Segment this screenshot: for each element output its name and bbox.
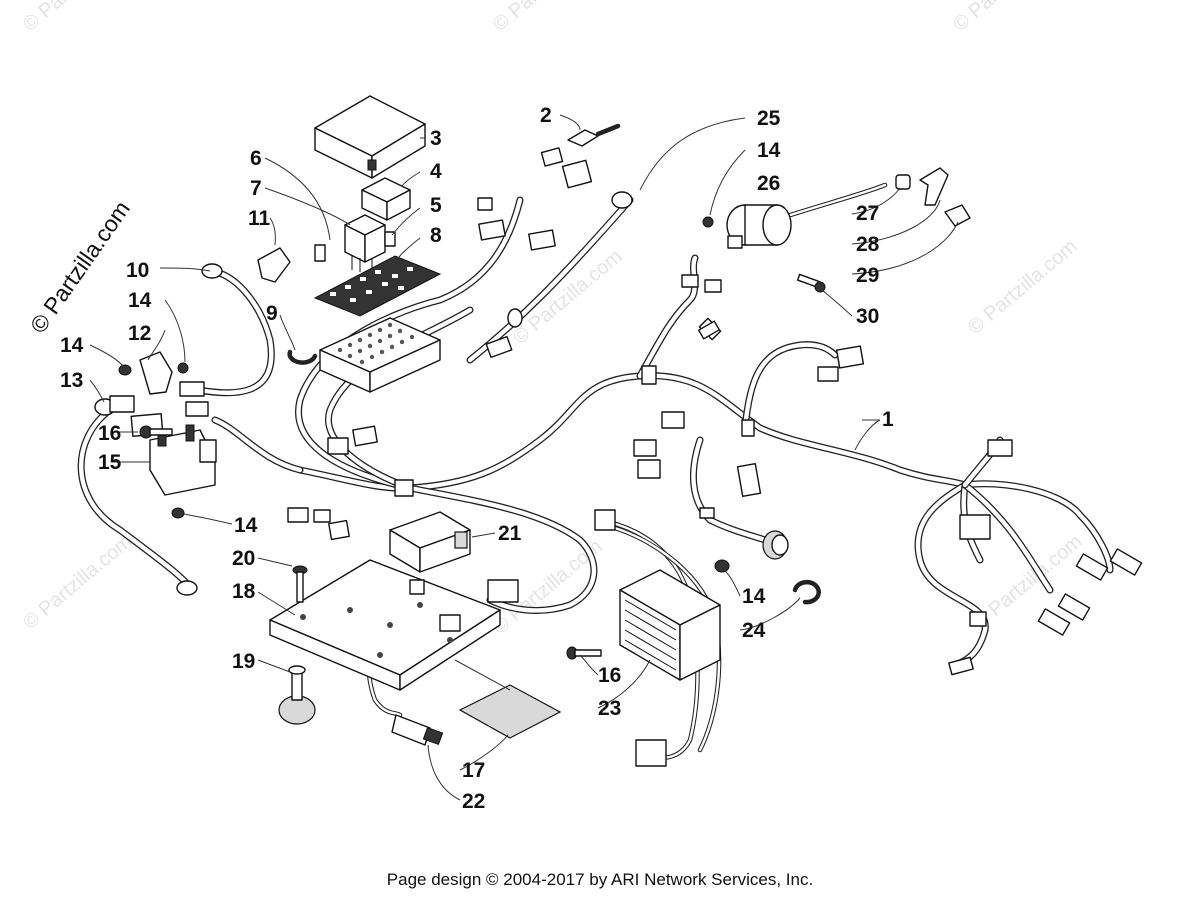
clip-24 — [792, 579, 821, 605]
callout-16-solenoid: 16 — [98, 422, 121, 445]
watermark-text: © Partzilla.com — [964, 235, 1081, 338]
fuse-block — [319, 317, 441, 393]
watermark-side-text: © Partzilla.com — [25, 196, 135, 338]
sensor-22 — [391, 714, 444, 746]
watermark-text: © Partzilla.com — [509, 245, 626, 348]
callout-15: 15 — [98, 451, 122, 474]
callout-6: 6 — [250, 147, 262, 170]
watermark-text: © Partzilla.com — [489, 0, 606, 36]
cable-lugs — [176, 191, 720, 596]
callout-18: 18 — [232, 580, 256, 603]
callout-21: 21 — [498, 522, 522, 545]
battery-terminal-13 — [94, 395, 135, 416]
callout-7: 7 — [250, 177, 262, 200]
screw-30 — [796, 273, 826, 293]
callout-10: 10 — [126, 259, 149, 282]
ignition-coil — [726, 204, 792, 249]
relay — [344, 214, 386, 272]
fuse-box-cover — [314, 95, 426, 179]
callout-26: 26 — [757, 172, 780, 195]
watermarks: © Partzilla.com © Partzilla.com © Partzi… — [19, 0, 1086, 639]
label-sheet — [458, 684, 562, 739]
callout-19: 19 — [232, 650, 255, 673]
harness-tape — [394, 317, 755, 497]
callout-30: 30 — [856, 305, 879, 328]
screw-16-lower — [566, 646, 602, 660]
starter-solenoid — [130, 413, 217, 496]
screw-20 — [292, 565, 308, 603]
harness-connectors — [287, 147, 1143, 767]
callout-1: 1 — [882, 408, 894, 431]
callout-17: 17 — [462, 759, 485, 782]
callout-5: 5 — [430, 194, 442, 217]
fuse-small — [314, 231, 396, 262]
clip-9 — [287, 349, 318, 365]
leader-lines — [89, 114, 959, 801]
callout-16-lower: 16 — [598, 664, 621, 687]
callout-24: 24 — [742, 619, 766, 642]
terminal-2 — [567, 123, 621, 147]
watermark-text: © Partzilla.com — [19, 0, 136, 36]
callout-27: 27 — [856, 202, 879, 225]
callout-14-coil: 14 — [757, 139, 781, 162]
callouts: 1 2 3 4 5 6 7 8 9 10 11 12 13 14 14 14 1… — [60, 104, 894, 813]
callout-22: 22 — [462, 790, 485, 813]
spark-plug-parts — [895, 167, 971, 227]
callout-13: 13 — [60, 369, 83, 392]
washer-14-coil — [702, 216, 714, 228]
nut-14-regulator — [714, 559, 730, 573]
wire-harness — [77, 182, 1114, 760]
terminal-boot-12 — [139, 351, 173, 395]
callout-23: 23 — [598, 697, 621, 720]
callout-11: 11 — [248, 207, 271, 230]
cdi-module — [389, 511, 471, 573]
nut-14-upper — [177, 362, 189, 374]
indicator-lamp — [762, 530, 789, 560]
mounting-plate — [269, 559, 501, 691]
callout-12: 12 — [128, 322, 151, 345]
fuse-panel — [313, 255, 442, 317]
terminal-cap-11 — [201, 247, 291, 283]
copyright-footer: Page design © 2004-2017 by ARI Network S… — [386, 870, 814, 889]
callout-9: 9 — [266, 302, 278, 325]
callout-3: 3 — [430, 127, 442, 150]
callout-14-left: 14 — [60, 334, 84, 357]
callout-2: 2 — [540, 104, 552, 127]
callout-14-regulator: 14 — [742, 585, 766, 608]
callout-20: 20 — [232, 547, 255, 570]
relay-block — [361, 177, 411, 221]
nut-14-bottom — [171, 507, 185, 519]
callout-25: 25 — [757, 107, 781, 130]
callout-4: 4 — [430, 160, 442, 183]
callout-29: 29 — [856, 264, 879, 287]
callout-8: 8 — [430, 224, 442, 247]
callout-14-bottom: 14 — [234, 514, 258, 537]
rubber-mount — [278, 665, 316, 725]
callout-14-upper: 14 — [128, 289, 152, 312]
watermark-text: © Partzilla.com — [949, 0, 1066, 36]
screw-16-solenoid — [139, 425, 173, 439]
nut-14-left — [118, 364, 132, 376]
voltage-regulator — [619, 569, 721, 681]
watermark-text: © Partzilla.com — [19, 530, 136, 633]
callout-28: 28 — [856, 233, 880, 256]
